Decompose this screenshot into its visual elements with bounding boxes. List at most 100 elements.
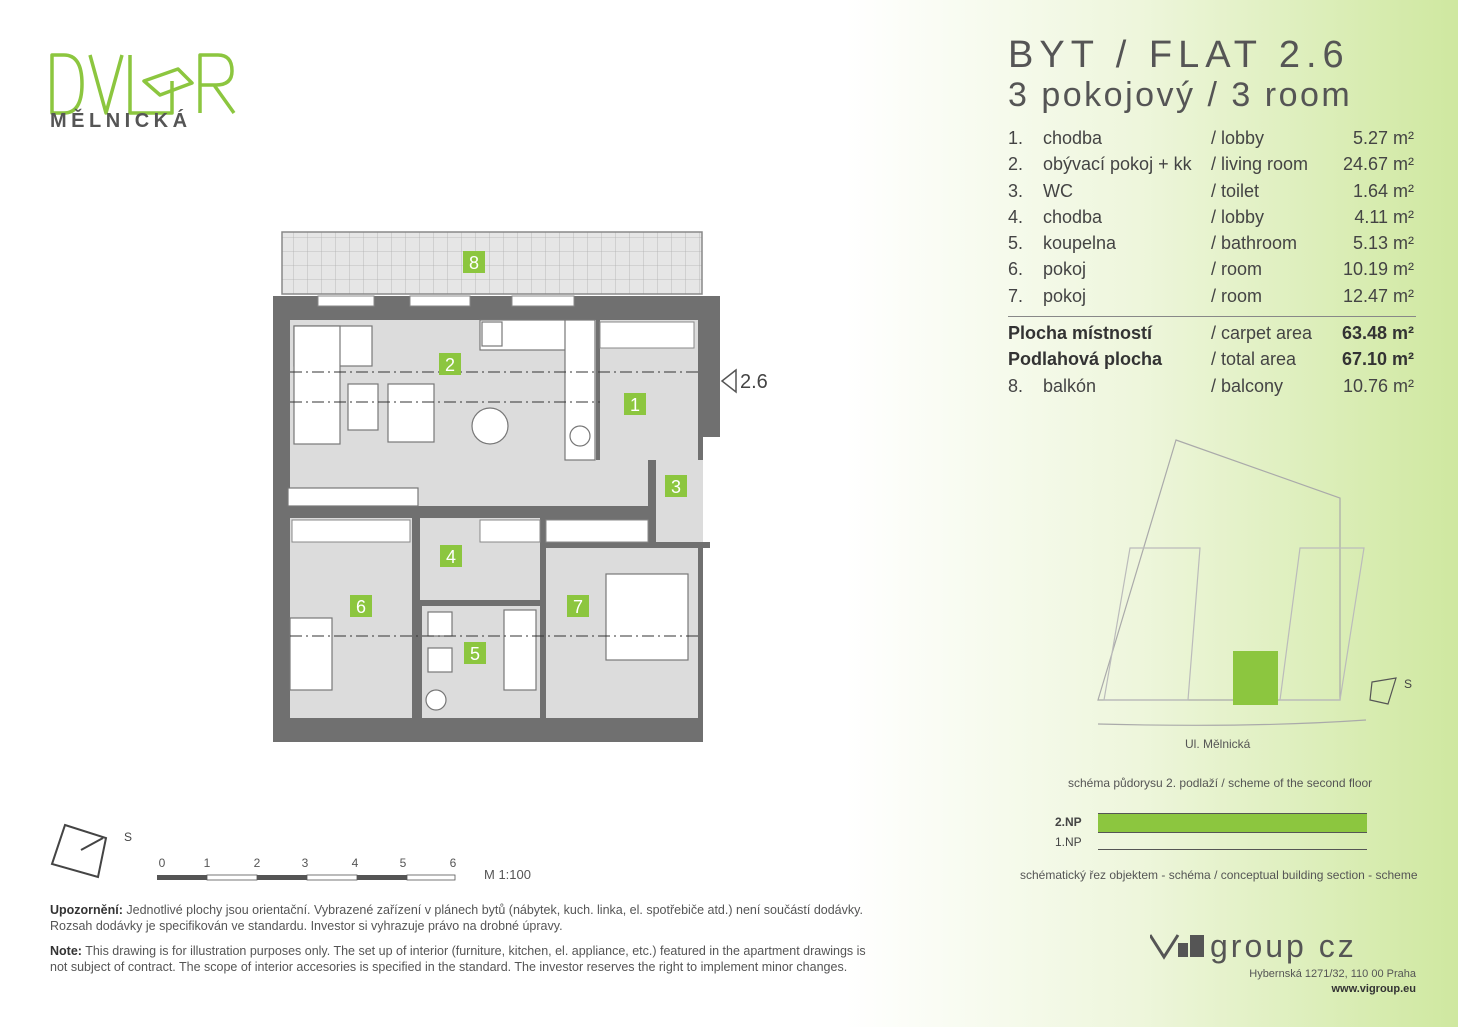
vigroup-logo: group cz — [1150, 928, 1357, 964]
site-scheme: S — [1097, 439, 1412, 726]
room-area: 1.64 m² — [1352, 180, 1414, 201]
scale-tick-label: 1 — [204, 856, 211, 870]
room-name-en: / room — [1211, 285, 1263, 306]
room-area: 24.67 m² — [1342, 154, 1414, 175]
room-name-cz: koupelna — [1043, 233, 1117, 254]
north-label: S — [124, 830, 132, 844]
note-cz: Upozornění: Jednotlivé plochy jsou orien… — [50, 902, 880, 934]
living-furniture — [287, 325, 509, 507]
room-row: 6. pokoj / room 10.19 m² — [1008, 259, 1418, 285]
room-number: 7. — [1008, 285, 1024, 306]
room-name-en: / lobby — [1211, 206, 1265, 227]
room-number: 1. — [1008, 128, 1024, 148]
axis-lines — [290, 371, 698, 637]
room-number: 6. — [1008, 259, 1024, 280]
carpet-area-row: Plocha místností / carpet area 63.48 m² — [1008, 323, 1418, 349]
room-name-cz: pokoj — [1043, 259, 1087, 280]
wardrobes — [291, 321, 695, 543]
scale-tick-label: 5 — [400, 856, 407, 870]
room-label-3: 3 — [671, 477, 681, 497]
room-number: 2. — [1008, 154, 1024, 175]
room-name-en: / living room — [1211, 154, 1309, 175]
room-label-2: 2 — [445, 355, 455, 375]
carpet-area-value: 63.48 m² — [1341, 323, 1414, 344]
note-cz-text: Jednotlivé plochy jsou orientační. Vybra… — [50, 903, 863, 933]
total-area-value: 67.10 m² — [1341, 349, 1414, 370]
room-area: 5.27 m² — [1352, 128, 1414, 148]
svg-text:group cz: group cz — [1210, 928, 1357, 964]
room-area: 4.11 m² — [1354, 206, 1414, 227]
room-label-4: 4 — [446, 547, 456, 567]
interior-walls — [290, 320, 710, 718]
building-outlines — [1103, 547, 1365, 701]
room-area: 12.47 m² — [1342, 285, 1414, 306]
windows — [317, 295, 575, 307]
room-label-7: 7 — [573, 597, 583, 617]
room-row: 4. chodba / lobby 4.11 m² — [1008, 207, 1418, 233]
room-name-cz: pokoj — [1043, 285, 1087, 306]
balcony-row: 8. balkón / balcony 10.76 m² — [1008, 376, 1418, 402]
section-caption: schématický řez objektem - schéma / conc… — [1020, 868, 1418, 882]
table-divider — [1008, 316, 1416, 318]
room-area: 5.13 m² — [1352, 233, 1414, 254]
floor-1np-label: 1.NP — [1055, 835, 1082, 849]
bedroom-furniture — [289, 573, 689, 711]
room-row: 2. obývací pokoj + kk / living room 24.6… — [1008, 154, 1418, 180]
floor-2np-label: 2.NP — [1055, 815, 1082, 829]
entry-arrow-icon — [720, 368, 737, 394]
scale-tick-label: 0 — [159, 856, 166, 870]
north-arrow-icon — [1369, 677, 1397, 705]
north-label: S — [1404, 677, 1412, 691]
total-area-row: Podlahová plocha / total area 67.10 m² — [1008, 349, 1418, 375]
room-name-cz: obývací pokoj + kk — [1043, 154, 1192, 175]
flat-highlight — [1233, 651, 1278, 705]
carpet-area-en: / carpet area — [1211, 323, 1313, 344]
total-area-en: / total area — [1211, 349, 1297, 370]
balcony-area — [281, 231, 703, 295]
disclaimer: Upozornění: Jednotlivé plochy jsou orien… — [50, 902, 880, 984]
room-name-en: / bathroom — [1211, 233, 1298, 254]
room-name-en: / toilet — [1211, 180, 1260, 201]
room-row: 3. WC / toilet 1.64 m² — [1008, 181, 1418, 207]
room-row: 1. chodba / lobby 5.27 m² — [1008, 128, 1418, 154]
room-number: 3. — [1008, 180, 1024, 201]
floor-2np-bar — [1098, 813, 1367, 833]
floor-1np-line — [1098, 849, 1367, 850]
scale-tick-label: 6 — [450, 856, 457, 870]
room-row: 7. pokoj / room 12.47 m² — [1008, 286, 1418, 312]
logo-subtitle: MĚLNICKÁ — [50, 110, 192, 132]
scale-tick-label: 4 — [352, 856, 359, 870]
room-table: 1. chodba / lobby 5.27 m² 2. obývací pok… — [1008, 128, 1418, 402]
note-cz-label: Upozornění: — [50, 903, 123, 917]
room-area: 10.19 m² — [1342, 259, 1414, 280]
scale-ratio: M 1:100 — [484, 867, 531, 882]
note-en: Note: This drawing is for illustration p… — [50, 943, 880, 975]
scale-bar: 0 1 2 3 4 5 6 M 1:100 — [157, 856, 531, 882]
flat-subtitle: 3 pokojový / 3 room — [1008, 76, 1353, 114]
scale-tick-label: 3 — [302, 856, 309, 870]
balcony-area: 10.76 m² — [1342, 375, 1414, 396]
street-name: Ul. Mělnická — [1185, 737, 1251, 751]
floor-plan: 1 2 3 4 5 6 7 8 2.6 — [273, 231, 768, 742]
room-name-cz: chodba — [1043, 206, 1103, 227]
room-number: 5. — [1008, 233, 1024, 254]
room-name-cz: chodba — [1043, 128, 1103, 148]
room-label-6: 6 — [356, 597, 366, 617]
kitchen-counter — [479, 319, 596, 461]
room-label-8: 8 — [469, 253, 479, 273]
developer-website: www.vigroup.eu — [1331, 983, 1416, 995]
balcony-name-en: / balcony — [1211, 375, 1284, 396]
scale-tick-label: 2 — [254, 856, 261, 870]
carpet-area-label: Plocha místností — [1008, 323, 1153, 344]
room-name-cz: WC — [1043, 180, 1073, 201]
room-number: 4. — [1008, 206, 1024, 227]
room-label-1: 1 — [630, 395, 640, 415]
balcony-number: 8. — [1008, 375, 1024, 396]
balcony-name-cz: balkón — [1043, 375, 1097, 396]
dvur-logo — [50, 53, 236, 115]
total-area-label: Podlahová plocha — [1008, 349, 1163, 370]
north-arrow-icon: S — [50, 823, 132, 879]
site-outline — [1097, 439, 1341, 701]
room-label-5: 5 — [470, 644, 480, 664]
